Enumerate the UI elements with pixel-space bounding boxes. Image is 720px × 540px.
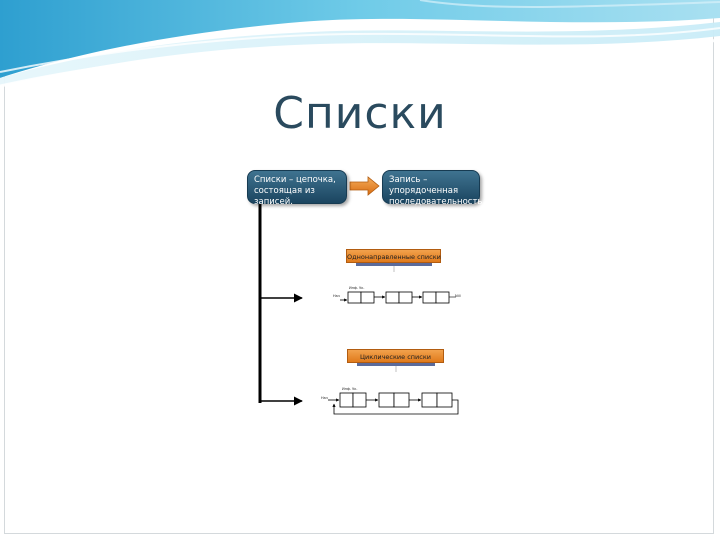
circular-list-diagram bbox=[328, 392, 459, 415]
record-definition-text: Запись – упорядоченная последовательност… bbox=[389, 175, 483, 218]
circular-head-label: Нач bbox=[321, 396, 328, 400]
node-2-ptr bbox=[398, 291, 413, 304]
circular-field-labels: Инф. Ук. bbox=[342, 387, 358, 391]
node-2-info bbox=[385, 291, 400, 304]
list-definition-box: Списки – цепочка, состоящая из записей. bbox=[247, 170, 347, 207]
slide-title: Списки bbox=[273, 88, 447, 139]
node-3-ptr bbox=[435, 291, 450, 304]
singly-field-labels: Инф. Ук. bbox=[349, 286, 365, 290]
singly-linked-header-underline bbox=[356, 263, 432, 266]
circ-node-2-ptr bbox=[393, 392, 410, 408]
singly-tail-label: Nill bbox=[455, 294, 461, 298]
circ-return-link bbox=[332, 399, 459, 415]
record-definition-box: Запись – упорядоченная последовательност… bbox=[382, 170, 482, 218]
list-definition-text: Списки – цепочка, состоящая из записей. bbox=[254, 175, 336, 207]
singly-linked-list-diagram bbox=[340, 291, 456, 304]
singly-head-label: Нач bbox=[333, 294, 340, 298]
circ-node-1-ptr bbox=[352, 392, 367, 408]
node-1-info bbox=[347, 291, 362, 304]
node-3-info bbox=[422, 291, 437, 304]
circular-header-underline bbox=[357, 363, 435, 366]
circ-node-3-ptr bbox=[436, 392, 453, 408]
circular-header: Циклические списки bbox=[347, 349, 444, 363]
circ-node-1-info bbox=[339, 392, 354, 408]
circ-node-3-info bbox=[421, 392, 438, 408]
circ-node-2-info bbox=[378, 392, 395, 408]
wave-header-decoration bbox=[0, 0, 720, 88]
node-1-ptr bbox=[360, 291, 375, 304]
singly-linked-header: Однонаправленные списки bbox=[346, 249, 441, 263]
orange-arrow-icon bbox=[349, 176, 380, 196]
